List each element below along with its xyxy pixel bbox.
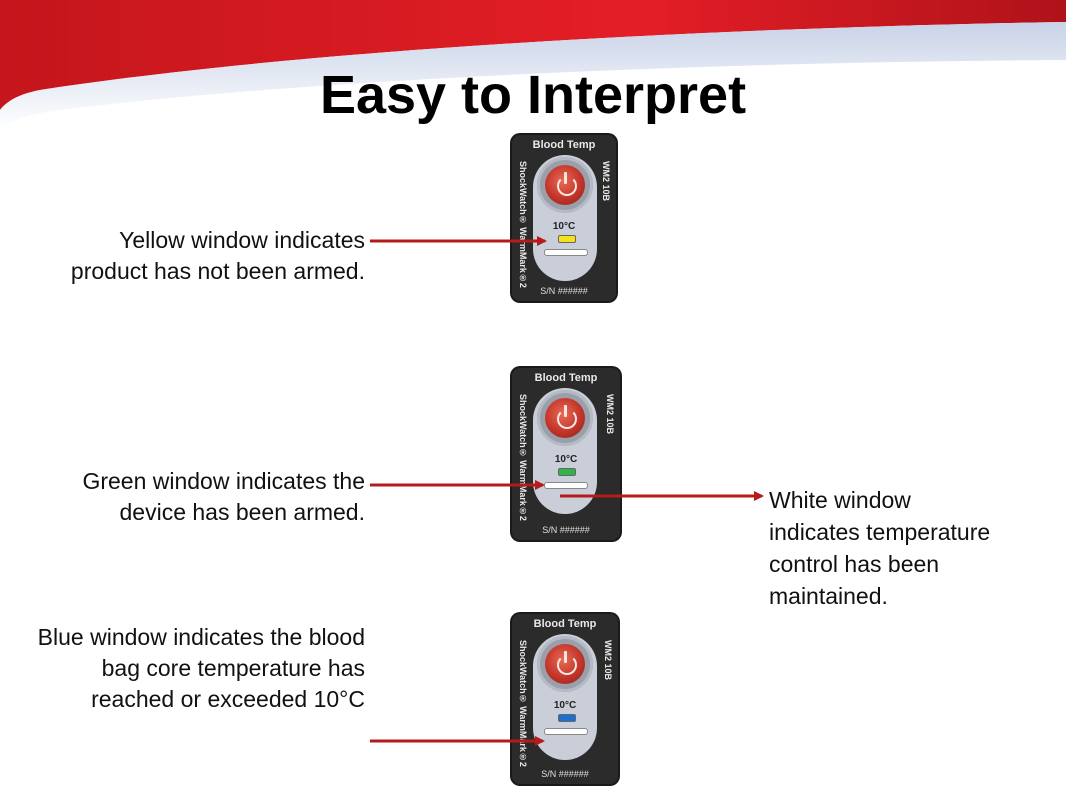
device-brand: Blood Temp [533,618,597,630]
indicator-device-blue: Blood Temp ShockWatch® WarmMark®2 WM2 10… [512,614,618,784]
device-serial: S/N ###### [541,769,589,779]
power-knob [537,636,593,692]
white-window [544,249,588,256]
device-brand: Blood Temp [532,139,596,151]
status-window [558,235,576,243]
device-product-name: ShockWatch® WarmMark®2 [518,394,528,521]
status-window [558,714,576,722]
device-serial: S/N ###### [542,525,590,535]
device-serial: S/N ###### [540,286,588,296]
device-temperature: 10°C [553,700,577,711]
indicator-device-yellow: Blood Temp ShockWatch® WarmMark®2 WM2 10… [512,135,616,301]
header-banner [0,0,1066,130]
status-window [558,468,576,476]
white-window [544,728,588,735]
yellow-window-label: Yellow window indicates product has not … [70,227,365,284]
device-model: WM2 10B [605,394,615,435]
power-knob [537,390,593,446]
power-knob [537,157,593,213]
slide-title: Easy to Interpret [319,65,747,125]
device-model: WM2 10B [603,640,613,681]
device-product-name: ShockWatch® WarmMark®2 [518,640,528,767]
white-window-label: White window indicates temperature contr… [769,487,991,609]
device-temperature: 10°C [554,454,578,465]
blue-window-label: Blue window indicates the blood bag core… [37,624,365,712]
green-window-label: Green window indicates the device has be… [82,468,365,525]
device-product-name: ShockWatch® WarmMark®2 [518,161,528,288]
indicator-device-green: Blood Temp ShockWatch® WarmMark®2 WM2 10… [512,368,620,540]
power-icon [557,655,577,675]
device-model: WM2 10B [601,161,611,202]
white-window [544,482,588,489]
device-brand: Blood Temp [534,372,598,384]
device-temperature: 10°C [552,221,576,232]
power-icon [557,409,577,429]
power-icon [557,176,577,196]
